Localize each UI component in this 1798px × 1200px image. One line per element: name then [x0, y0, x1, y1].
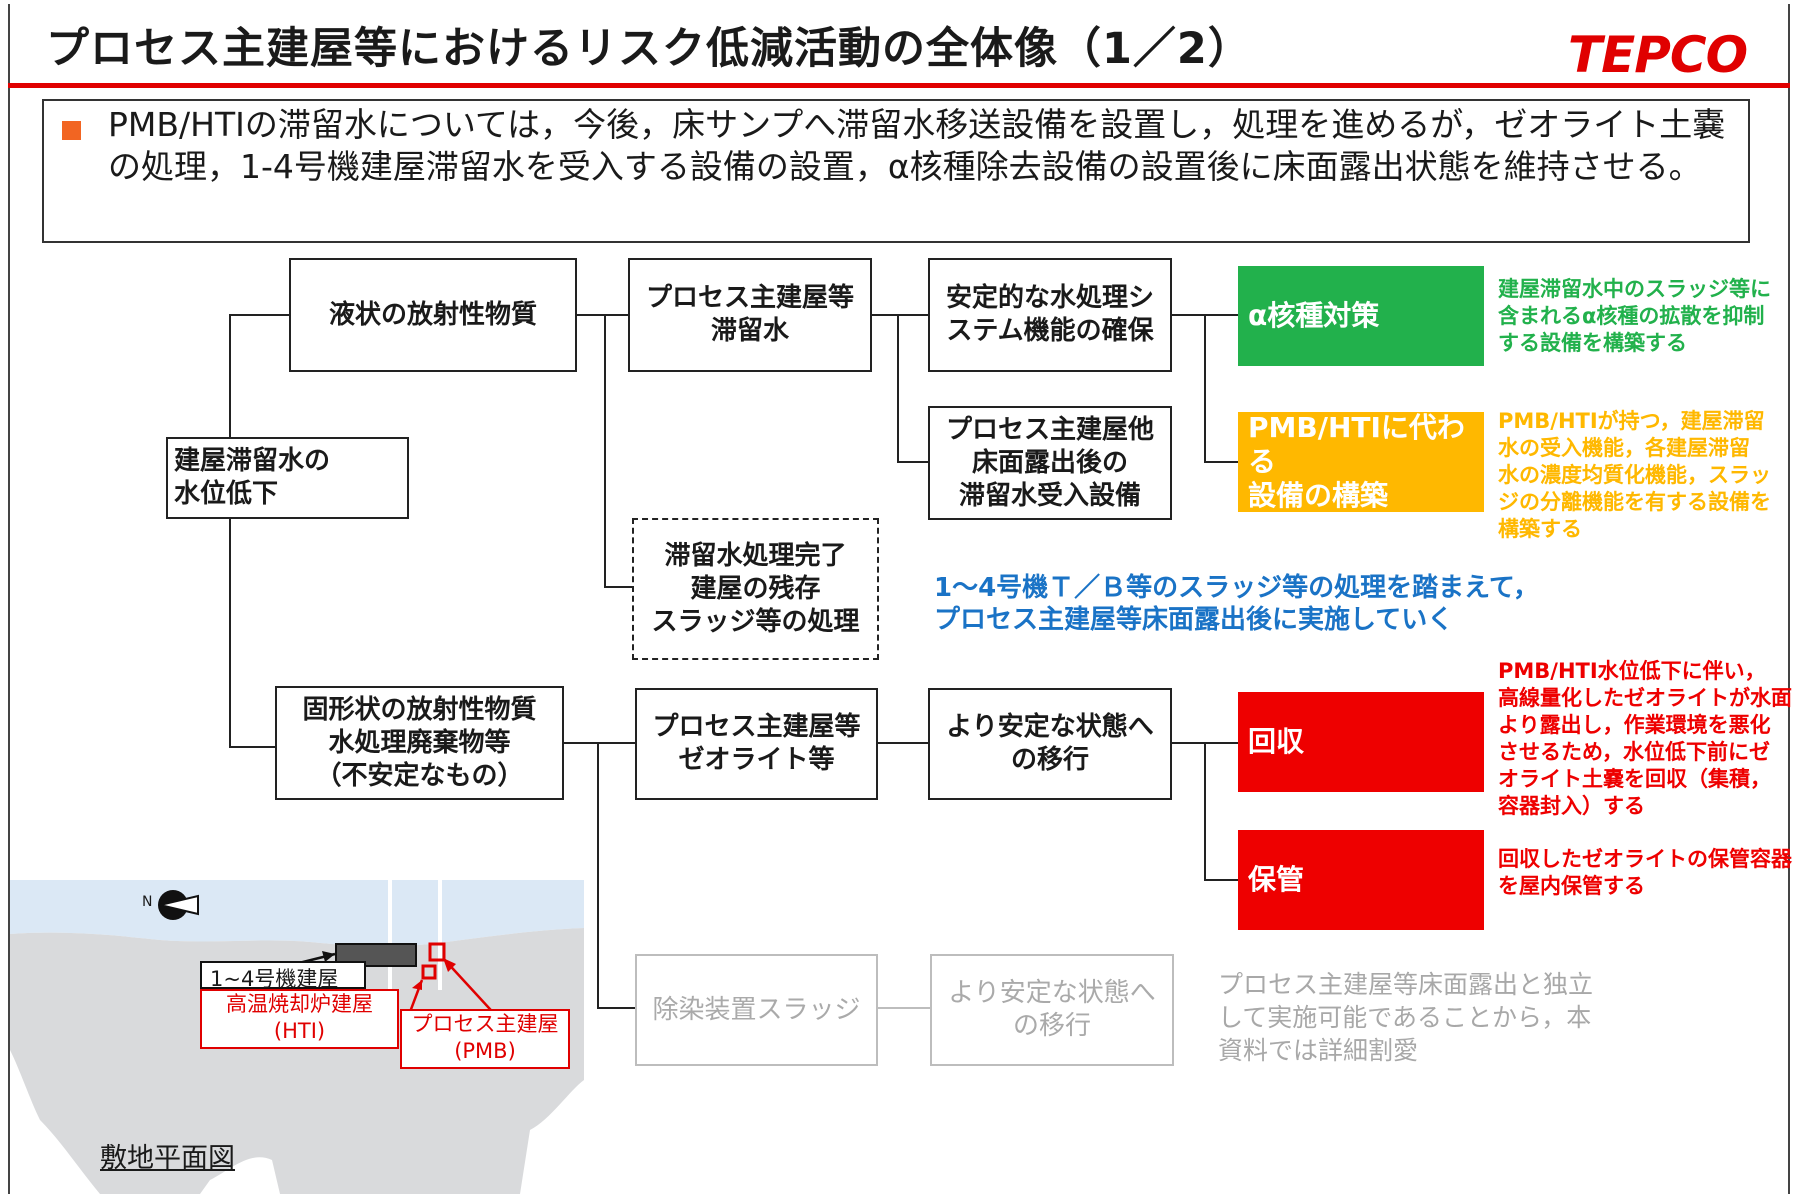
slide-frame [8, 4, 1790, 1194]
node-more-stable: より安定な状態へ の移行 [928, 688, 1172, 800]
node-solid: 固形状の放射性物質 水処理廃棄物等 （不安定なもの） [275, 686, 564, 800]
node-receiving-facility: プロセス主建屋他 床面露出後の 滞留水受入設備 [928, 406, 1172, 520]
north-label: N [142, 894, 153, 910]
node-stable-system: 安定的な水処理シ ステム機能の確保 [928, 258, 1172, 372]
blue-note-sludge: 1～4号機Ｔ／Ｂ等のスラッジ等の処理を踏まえて， プロセス主建屋等床面露出後に実… [934, 573, 1540, 635]
summary-box: PMB/HTIの滞留水については，今後，床サンプへ滞留水移送設備を設置し，処理を… [42, 99, 1750, 243]
node-pmb-water: プロセス主建屋等 滞留水 [628, 258, 872, 372]
map-label-units-1-4: 1~4号機建屋 [210, 967, 339, 991]
node-pmb-zeolite: プロセス主建屋等 ゼオライト等 [635, 688, 878, 800]
note-storage: 回収したゼオライトの保管容器 を屋内保管する [1498, 847, 1792, 898]
tepco-logo: TEPCO [1568, 26, 1748, 84]
title-underline [8, 83, 1790, 88]
map-caption: 敷地平面図 [100, 1143, 235, 1174]
node-sludge-remaining: 滞留水処理完了 建屋の残存 スラッジ等の処理 [632, 518, 879, 660]
root-node-water-level: 建屋滞留水の 水位低下 [166, 437, 409, 519]
map-label-hti: 高温焼却炉建屋 (HTI) [226, 992, 373, 1043]
tag-storage: 保管 [1238, 830, 1484, 930]
note-alpha: 建屋滞留水中のスラッジ等に 含まれるα核種の拡散を抑制 する設備を構築する [1498, 277, 1771, 355]
summary-text: PMB/HTIの滞留水については，今後，床サンプへ滞留水移送設備を設置し，処理を… [108, 105, 1726, 186]
site-map-graphic [10, 880, 584, 1194]
tag-recover: 回収 [1238, 692, 1484, 792]
node-more-stable-gray: より安定な状態へ の移行 [930, 954, 1174, 1066]
node-decon-sludge: 除染装置スラッジ [635, 954, 878, 1066]
note-replace: PMB/HTIが持つ，建屋滞留 水の受入機能，各建屋滞留 水の濃度均質化機能，ス… [1498, 409, 1771, 541]
map-label-pmb: プロセス主建屋 (PMB) [411, 1012, 559, 1063]
note-recover: PMB/HTI水位低下に伴い， 高線量化したゼオライトが水面 より露出し，作業環… [1498, 659, 1792, 818]
square-bullet-icon [62, 121, 81, 140]
tag-replace-facility: PMB/HTIに代わる 設備の構築 [1238, 411, 1484, 512]
node-liquid: 液状の放射性物質 [289, 258, 577, 372]
page-title: プロセス主建屋等におけるリスク低減活動の全体像（1／2） [46, 24, 1252, 74]
tag-alpha-nuclide: α核種対策 [1238, 266, 1484, 366]
gray-note-omitted: プロセス主建屋等床面露出と独立 して実施可能であることから，本 資料では詳細割愛 [1218, 970, 1594, 1065]
site-map: N 1~4号機建屋 高温焼却炉建屋 (HTI) プロセス主建屋 (PMB) 敷地… [10, 880, 584, 1194]
